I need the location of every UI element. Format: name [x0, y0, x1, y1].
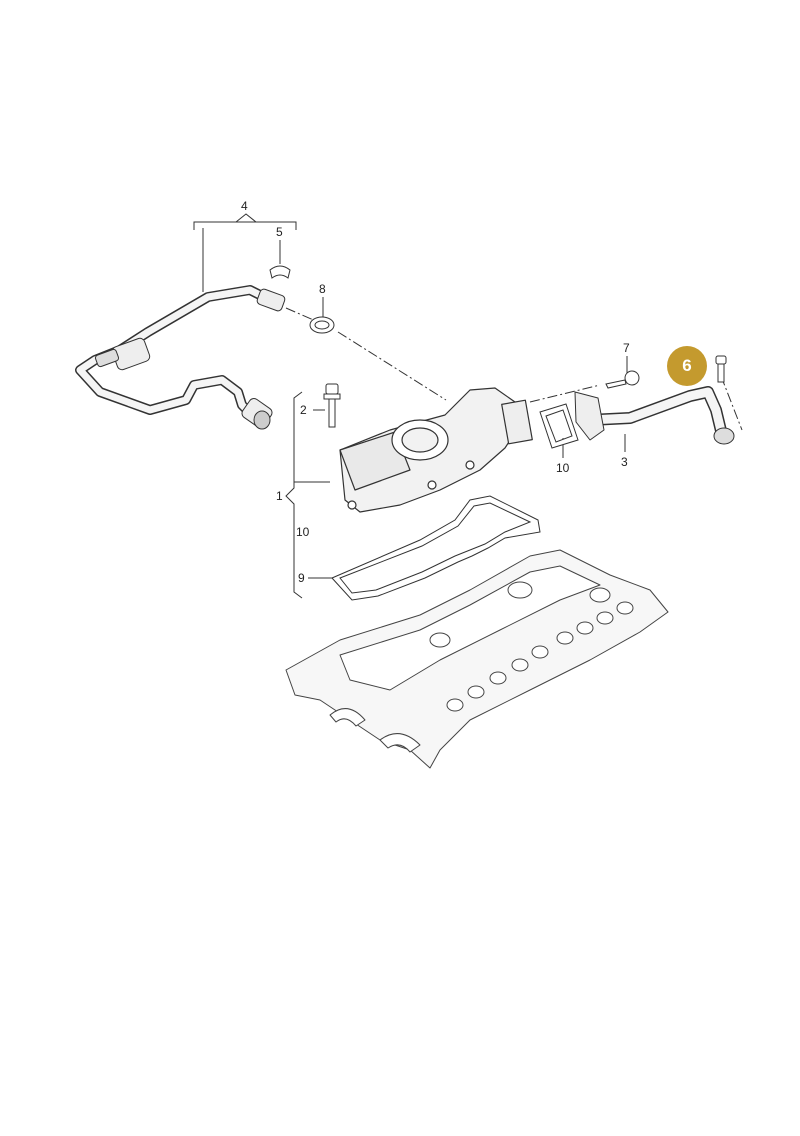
label-1: 1	[276, 489, 283, 503]
screw-7	[605, 370, 640, 389]
label-4: 4	[241, 199, 248, 213]
clamp-5	[269, 265, 291, 279]
cylinder-head-cover	[285, 549, 669, 769]
bolt-6	[715, 355, 727, 383]
label-10-flange: 10	[556, 461, 570, 475]
oil-separator	[339, 387, 533, 513]
label-10-bracket: 10	[296, 525, 310, 539]
pipe-3	[574, 386, 735, 445]
bolt-2	[323, 383, 341, 428]
bracket-4	[193, 213, 297, 230]
label-9: 9	[298, 571, 305, 585]
gasket-10-flange	[539, 403, 579, 449]
hose-assembly	[75, 285, 286, 430]
label-7: 7	[623, 341, 630, 355]
clamp-8	[309, 316, 335, 334]
label-8: 8	[319, 282, 326, 296]
callout-6-badge: 6	[667, 346, 707, 386]
label-5: 5	[276, 225, 283, 239]
callout-6-number: 6	[682, 356, 692, 375]
bracket-1	[285, 391, 303, 599]
gasket-9	[331, 495, 541, 601]
label-3: 3	[621, 455, 628, 469]
label-2: 2	[300, 403, 307, 417]
